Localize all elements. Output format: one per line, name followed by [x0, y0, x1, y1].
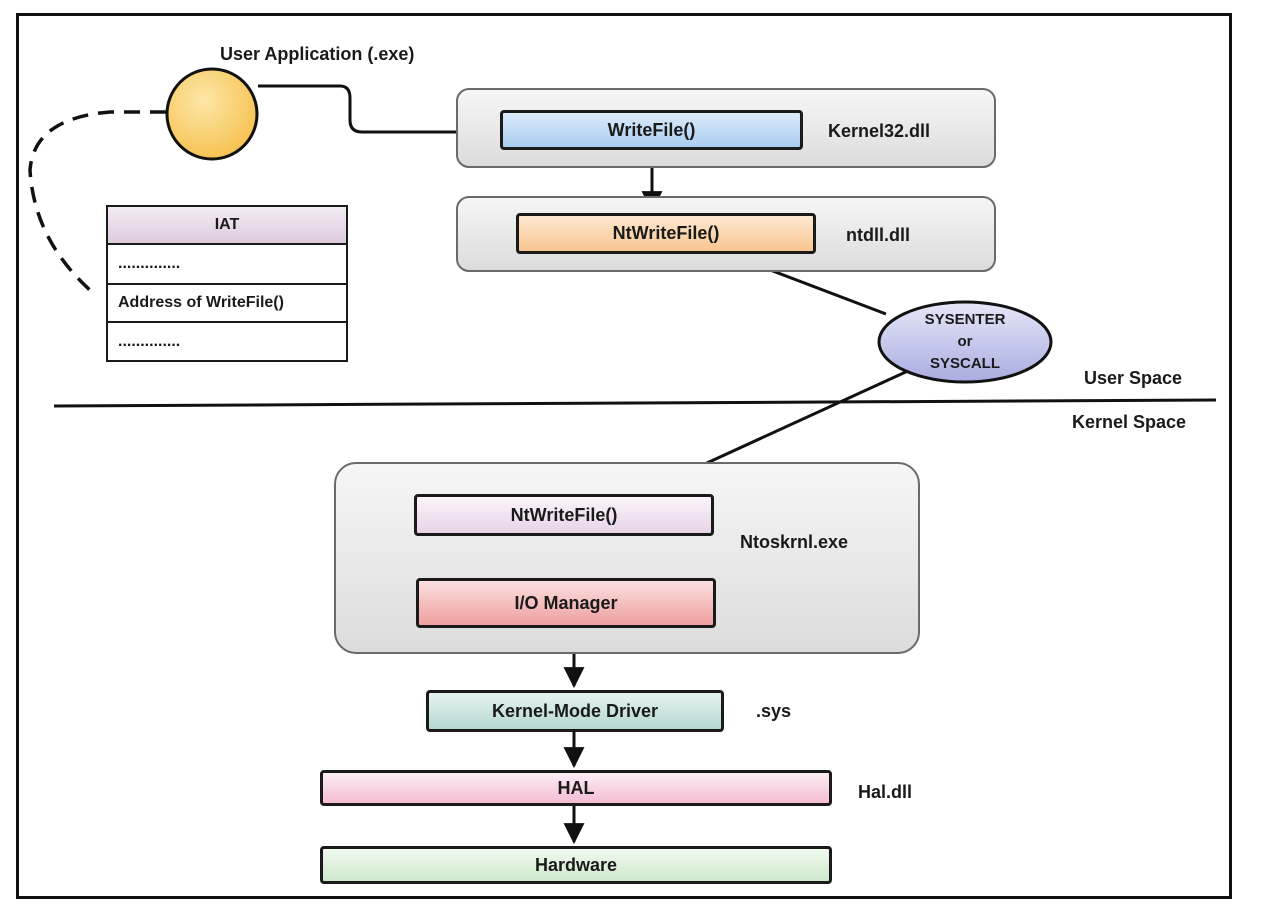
iat-row-3: .............. [118, 332, 181, 350]
hal-dll-label: Hal.dll [858, 782, 913, 802]
app-to-iat-dashed-link [28, 110, 166, 294]
kernel-space-label: Kernel Space [1072, 412, 1187, 432]
ntoskrnl-label: Ntoskrnl.exe [740, 532, 849, 552]
syscall-text: SYSENTER or SYSCALL [876, 300, 1054, 384]
iat-header: IAT [108, 207, 346, 245]
user-kernel-boundary-line [53, 398, 1217, 408]
user-space-label: User Space [1084, 368, 1183, 388]
ntdll-label: ntdll.dll [846, 225, 910, 245]
io-manager-box: I/O Manager [416, 578, 716, 628]
user-app-circle [165, 67, 259, 161]
sys-label: .sys [756, 701, 792, 721]
diagram-frame [16, 13, 1232, 899]
syscall-ellipse [877, 300, 1053, 384]
hal-box: HAL [320, 770, 832, 806]
user-app-label: User Application (.exe) [220, 44, 415, 64]
writefile-box: WriteFile() [500, 110, 803, 150]
syscall-line-or: or [957, 333, 973, 350]
iat-table: IAT .............. Address of WriteFile(… [106, 205, 348, 362]
syscall-line-sysenter: SYSENTER [924, 311, 1006, 328]
iat-row-writefile-address: Address of WriteFile() [108, 285, 346, 323]
app-to-writefile-arrow [258, 84, 499, 143]
kernel-mode-driver-box: Kernel-Mode Driver [426, 690, 724, 732]
iat-row-1: .............. [108, 245, 346, 285]
syscall-line-syscall: SYSCALL [929, 355, 1000, 372]
kernel32-label: Kernel32.dll [828, 121, 931, 141]
ntdll-ntwritefile-box: NtWriteFile() [516, 213, 816, 254]
hardware-box: Hardware [320, 846, 832, 884]
kernel-ntwritefile-box: NtWriteFile() [414, 494, 714, 536]
